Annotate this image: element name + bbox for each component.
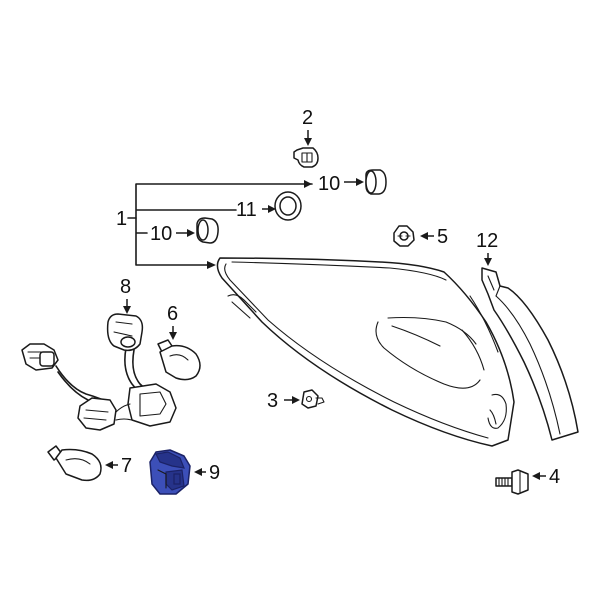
wire-harness-8 [21,313,177,431]
callout-2: 2 [302,107,313,129]
arrow-11 [262,205,276,213]
callout-1-bracket [127,180,313,269]
arrow-5 [420,232,434,240]
callout-3: 3 [267,390,278,412]
callout-5: 5 [437,226,448,248]
socket-9-highlighted [149,449,191,495]
arrow-2 [304,130,312,146]
nut-5 [393,225,415,247]
callout-4: 4 [549,466,560,488]
arrow-4 [532,472,546,480]
arrow-8 [123,299,131,314]
callout-10-top: 10 [318,173,340,195]
seal-ring-11 [274,191,302,221]
callout-8: 8 [120,276,131,298]
bulb-6 [157,339,201,381]
callout-7: 7 [121,455,132,477]
callout-10-lower: 10 [150,223,172,245]
callout-1: 1 [116,208,127,230]
screw-4 [495,469,529,495]
arrow-12 [484,253,492,266]
clip-3 [301,389,325,409]
trim-strip-12 [481,267,579,441]
grommet-10-lower [196,217,219,244]
grommet-10-top [365,169,387,195]
arrow-7 [105,461,118,469]
callout-12: 12 [476,230,498,252]
arrow-3 [284,396,300,404]
clip-2 [293,147,319,168]
callout-11: 11 [236,199,257,221]
callout-9: 9 [209,462,220,484]
arrow-10-top [344,178,364,186]
arrow-10-lower [176,229,195,237]
bulb-7 [47,445,102,482]
tail-lamp-housing [216,257,515,447]
callout-6: 6 [167,303,178,325]
arrow-6 [169,326,177,340]
arrow-9 [194,468,206,476]
